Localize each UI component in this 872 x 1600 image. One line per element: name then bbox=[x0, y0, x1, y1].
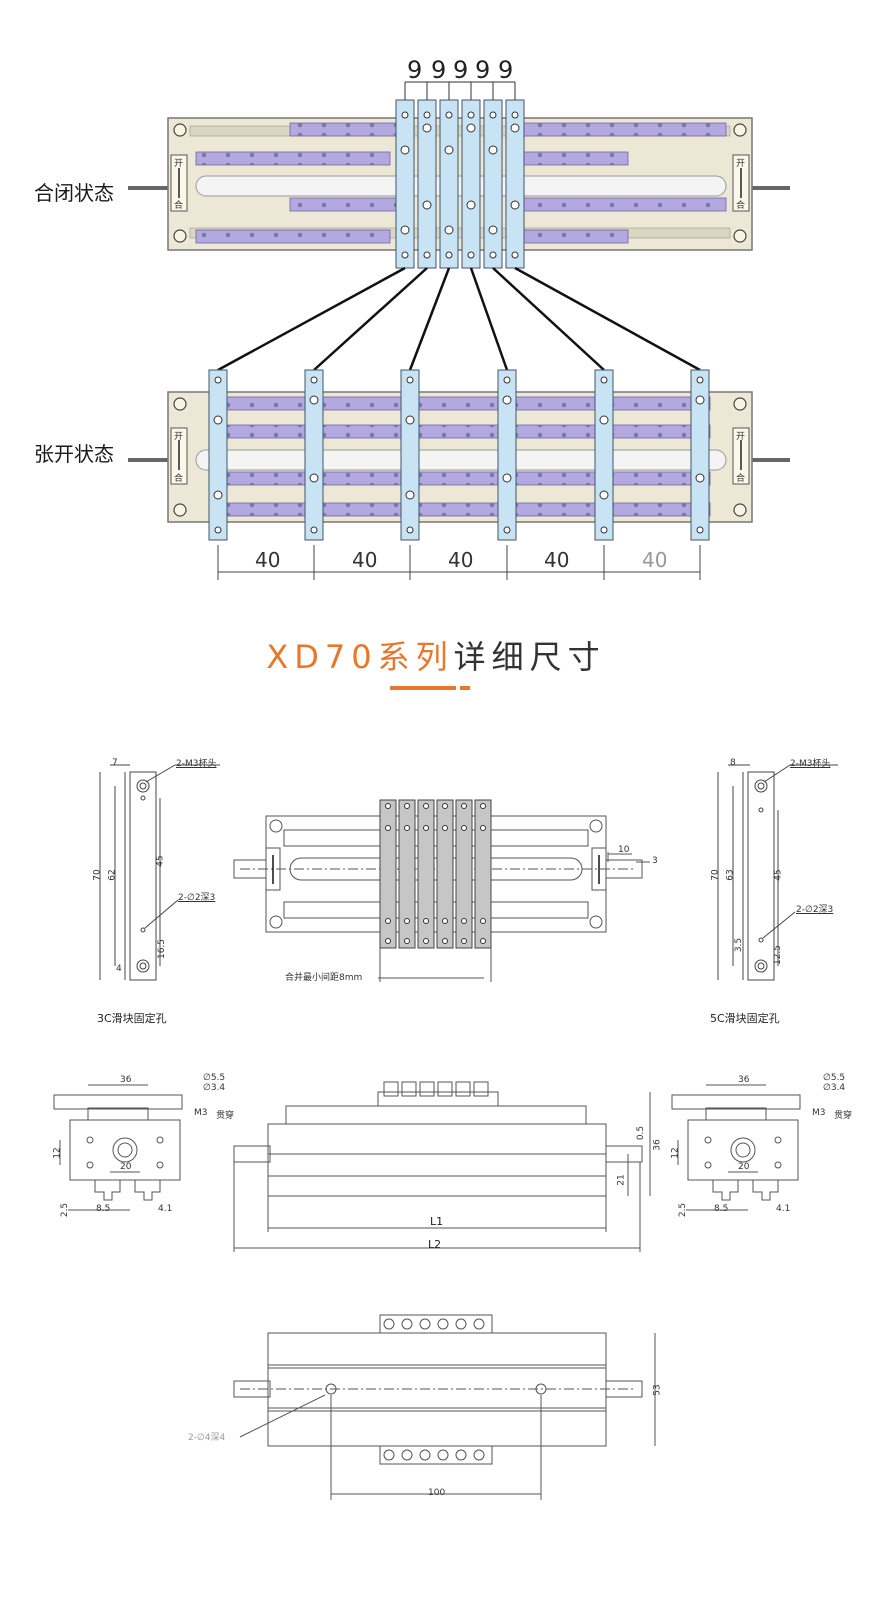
right-end-dim-12: 12 bbox=[670, 1147, 681, 1159]
right-end-dim-4-1: 4.1 bbox=[776, 1204, 791, 1214]
right-dim-8: 8 bbox=[730, 758, 736, 768]
left-callout-pin: 2-∅2深3 bbox=[178, 893, 216, 903]
bottom-hole-note: 2-∅4深4 bbox=[188, 1433, 226, 1443]
center-side-l2: L2 bbox=[428, 1238, 442, 1251]
right-end-drawing bbox=[671, 1084, 801, 1211]
end-mark-open-l2: 开 bbox=[174, 432, 184, 442]
end-mark-close-r2: 合 bbox=[736, 474, 746, 484]
end-mark-open-r1: 开 bbox=[736, 159, 746, 169]
end-mark-close-l1: 合 bbox=[174, 201, 184, 211]
left-end-m3: M3 bbox=[194, 1108, 208, 1118]
left-end-dim-4-1: 4.1 bbox=[158, 1204, 173, 1214]
center-top-dim-10: 10 bbox=[618, 845, 630, 855]
right-end-m3: M3 bbox=[812, 1108, 826, 1118]
spacing-label-1: 40 bbox=[255, 548, 281, 572]
spacing-label-3: 40 bbox=[448, 548, 474, 572]
left-dim-4: 4 bbox=[116, 964, 122, 974]
spacing-label-5: 40 bbox=[642, 548, 668, 572]
bottom-dim-53: 53 bbox=[652, 1384, 663, 1396]
right-slider-caption: 5C滑块固定孔 bbox=[710, 1012, 780, 1025]
left-dim-62: 62 bbox=[107, 869, 118, 881]
left-end-dim-d34: ∅3.4 bbox=[203, 1083, 226, 1093]
closed-state-module bbox=[128, 81, 790, 269]
left-end-dim-8-5: 8.5 bbox=[96, 1204, 111, 1214]
open-state-module bbox=[128, 369, 790, 580]
center-top-drawing bbox=[233, 799, 650, 982]
section-title: XD70系列详细尺寸 bbox=[0, 632, 872, 678]
left-dim-7: 7 bbox=[112, 758, 118, 768]
right-end-dim-d34: ∅3.4 bbox=[823, 1083, 846, 1093]
right-dim-70: 70 bbox=[710, 869, 721, 881]
left-end-m3-note: 贯穿 bbox=[216, 1111, 235, 1121]
right-dim-45: 45 bbox=[773, 869, 784, 881]
left-end-dim-12: 12 bbox=[52, 1147, 63, 1159]
center-side-l1: L1 bbox=[430, 1215, 444, 1228]
min-gap-note: 合并最小间距8mm bbox=[285, 973, 363, 983]
right-end-dim-36: 36 bbox=[738, 1075, 750, 1085]
center-side-drawing bbox=[233, 1081, 651, 1252]
center-top-dim-3: 3 bbox=[652, 856, 658, 866]
open-state-label: 张开状态 bbox=[34, 442, 114, 466]
center-side-dim-0-5: 0.5 bbox=[636, 1125, 647, 1141]
right-end-dim-8-5: 8.5 bbox=[714, 1204, 729, 1214]
right-dim-3-5: 3.5 bbox=[734, 937, 745, 953]
right-dim-12-5: 12.5 bbox=[773, 944, 784, 966]
right-callout-pin: 2-∅2深3 bbox=[796, 905, 834, 915]
left-end-dim-36: 36 bbox=[120, 1075, 132, 1085]
closed-sliders bbox=[395, 99, 525, 269]
title-underline bbox=[390, 686, 456, 690]
right-slider-drawing bbox=[717, 764, 838, 981]
left-dim-16-5: 16.5 bbox=[157, 938, 168, 960]
left-end-dim-2-5: 2.5 bbox=[60, 1202, 71, 1218]
right-end-dim-2-5: 2.5 bbox=[678, 1202, 689, 1218]
left-slider-drawing bbox=[99, 764, 220, 981]
left-callout-hole: 2-M3杯头 bbox=[176, 759, 217, 769]
bottom-dim-100: 100 bbox=[428, 1488, 446, 1498]
end-mark-close-l2: 合 bbox=[174, 474, 184, 484]
right-end-dim-d55: ∅5.5 bbox=[823, 1073, 846, 1083]
right-callout-hole: 2-M3杯头 bbox=[790, 759, 831, 769]
left-end-drawing bbox=[53, 1084, 183, 1211]
right-end-dim-20: 20 bbox=[738, 1162, 750, 1172]
pitch-label-3: 9 bbox=[453, 56, 469, 84]
left-slider-caption: 3C滑块固定孔 bbox=[97, 1012, 167, 1025]
pitch-label-1: 9 bbox=[407, 56, 423, 84]
right-dim-63: 63 bbox=[725, 869, 736, 881]
pitch-label-5: 9 bbox=[498, 56, 514, 84]
end-mark-close-r1: 合 bbox=[736, 201, 746, 211]
spacing-label-2: 40 bbox=[352, 548, 378, 572]
section-title-detail: 详细尺寸 bbox=[453, 638, 606, 676]
pitch-label-2: 9 bbox=[431, 56, 447, 84]
end-mark-open-r2: 开 bbox=[736, 432, 746, 442]
center-side-dim-21: 21 bbox=[616, 1174, 627, 1186]
center-side-dim-36: 36 bbox=[652, 1139, 663, 1151]
left-dim-70: 70 bbox=[92, 869, 103, 881]
open-sliders bbox=[208, 369, 710, 541]
pitch-label-4: 9 bbox=[475, 56, 491, 84]
left-dim-45: 45 bbox=[155, 855, 166, 867]
section-title-series: XD70系列 bbox=[266, 638, 454, 676]
right-end-m3-note: 贯穿 bbox=[834, 1111, 853, 1121]
spacing-label-4: 40 bbox=[544, 548, 570, 572]
bottom-view-drawing bbox=[233, 1314, 656, 1500]
transition-lines bbox=[217, 266, 701, 372]
end-mark-open-l1: 开 bbox=[174, 159, 184, 169]
left-end-dim-20: 20 bbox=[120, 1162, 132, 1172]
closed-state-label: 合闭状态 bbox=[34, 181, 114, 205]
left-end-dim-d55: ∅5.5 bbox=[203, 1073, 226, 1083]
